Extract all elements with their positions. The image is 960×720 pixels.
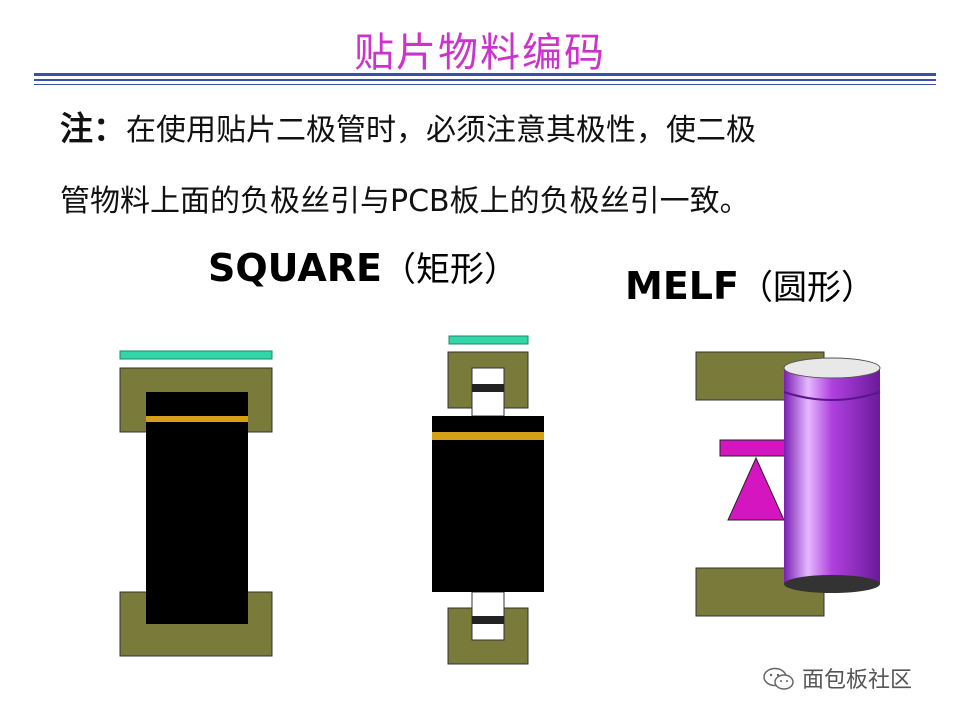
watermark-text: 面包板社区	[802, 668, 913, 693]
wechat-icon	[763, 667, 794, 690]
page-title: 贴片物料编码	[354, 30, 606, 76]
note-line-2-prefix: 管物料上面的负极丝引与	[60, 184, 390, 219]
square-label: SQUARE	[208, 246, 382, 290]
polarity-triangle	[727, 456, 785, 521]
title-rule-top	[34, 73, 936, 76]
watermark: 面包板社区	[762, 662, 912, 694]
bottom-lead-band	[472, 616, 504, 624]
polarity-note: 注：在使用贴片二极管时，必须注意其极性，使二极 管物料上面的负极丝引与PCB板上…	[60, 93, 940, 237]
note-line-2-suffix: 板上的负极丝引一致。	[449, 184, 750, 219]
melf-heading: MELF（圆形）	[625, 260, 875, 309]
note-pcb-term: PCB	[390, 184, 450, 219]
square-label-cn: （矩形）	[382, 250, 518, 290]
note-line-1: 注：在使用贴片二极管时，必须注意其极性，使二极	[60, 93, 940, 166]
silkscreen-cathode-mark	[448, 335, 529, 345]
note-line-2: 管物料上面的负极丝引与PCB板上的负极丝引一致。	[60, 166, 940, 237]
title-rule-bottom	[34, 84, 936, 85]
melf-diode	[695, 351, 881, 617]
cylinder-bottom-cap	[784, 575, 880, 593]
note-line-1-text: 在使用贴片二极管时，必须注意其极性，使二极	[126, 113, 756, 148]
diode-body	[146, 392, 248, 624]
square-diode-large	[119, 350, 273, 657]
silkscreen-cathode-mark	[119, 350, 273, 360]
cathode-ring	[783, 391, 881, 401]
cylinder-body	[784, 368, 880, 584]
square-heading: SQUARE（矩形）	[208, 242, 518, 291]
top-lead-band	[472, 384, 504, 392]
melf-label-cn: （圆形）	[738, 268, 875, 308]
polarity-bar	[719, 439, 793, 457]
melf-label: MELF	[625, 264, 739, 308]
square-diode-small	[432, 335, 544, 665]
title-rule-middle	[34, 79, 936, 81]
cathode-band	[146, 416, 248, 422]
cathode-band	[432, 432, 544, 440]
diode-body	[432, 416, 544, 592]
cylinder-top-cap	[783, 357, 881, 379]
note-label: 注：	[60, 109, 126, 148]
